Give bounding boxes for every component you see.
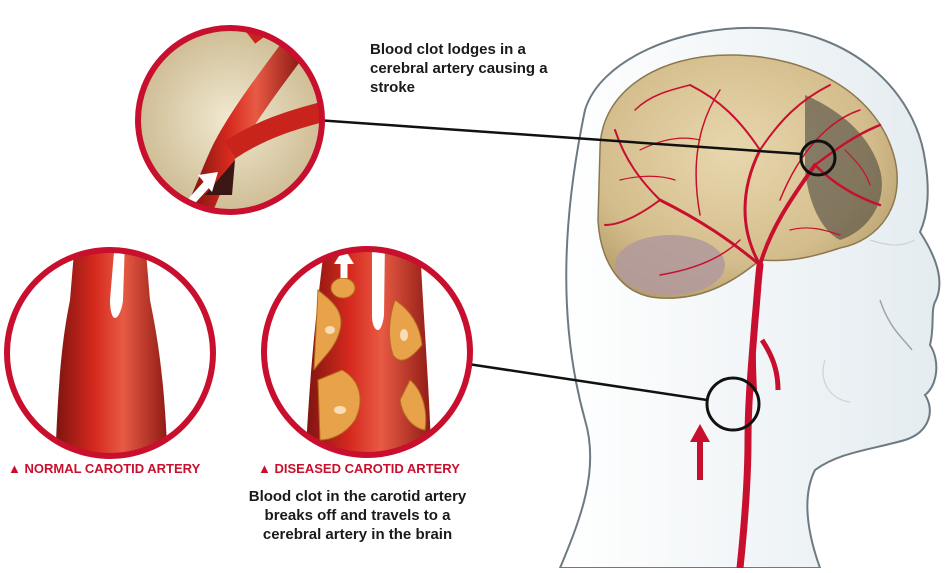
normal-carotid-inset [7, 240, 213, 470]
triangle-marker-icon: ▲ [258, 461, 271, 476]
diseased-carotid-inset [264, 240, 470, 470]
diseased-carotid-label: ▲ DISEASED CAROTID ARTERY [258, 461, 460, 476]
normal-carotid-label-text: NORMAL CAROTID ARTERY [25, 461, 201, 476]
stroke-caption: Blood clot lodges in a cerebral artery c… [370, 40, 570, 97]
cerebral-artery-inset [138, 0, 330, 230]
diseased-carotid-label-text: DISEASED CAROTID ARTERY [275, 461, 460, 476]
normal-carotid-label: ▲ NORMAL CAROTID ARTERY [8, 461, 200, 476]
clot-caption: Blood clot in the carotid artery breaks … [245, 487, 470, 544]
triangle-marker-icon: ▲ [8, 461, 21, 476]
